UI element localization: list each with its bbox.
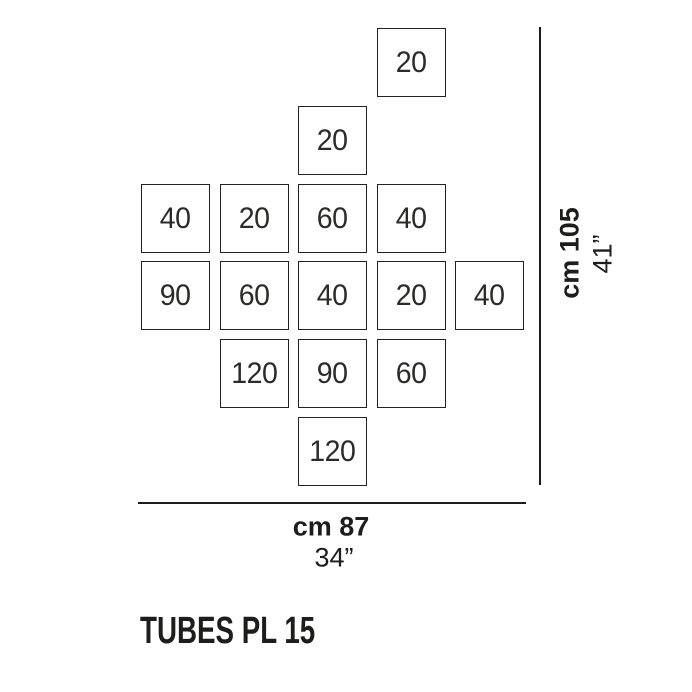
tube-box: 40 [377,184,446,253]
tube-size-label: 90 [160,278,191,312]
tube-box: 40 [455,261,524,330]
tube-size-label: 20 [396,278,427,312]
tube-size-label: 60 [239,278,270,312]
tube-box: 60 [377,339,446,408]
tube-box: 40 [298,261,367,330]
tube-box: 20 [377,28,446,97]
tube-size-label: 120 [231,356,278,390]
width-dimension-inch-label: 34” [314,542,354,573]
height-dimension-line [539,27,541,485]
tube-size-label: 20 [396,45,427,79]
height-dimension-cm-label: cm 105 [554,207,585,299]
tube-size-label: 60 [317,201,348,235]
tube-box: 20 [220,184,289,253]
product-title: TUBES PL 15 [140,610,316,652]
tube-box: 40 [141,184,210,253]
tube-box: 60 [220,261,289,330]
width-dimension-line [138,502,526,504]
tube-size-label: 40 [396,201,427,235]
width-dimension-cm-label: cm 87 [292,511,370,542]
tube-box: 20 [298,106,367,175]
tube-box: 20 [377,261,446,330]
tube-box: 60 [298,184,367,253]
tube-size-label: 20 [239,201,270,235]
tube-size-label: 120 [309,434,356,468]
height-dimension-inch-label: 41” [587,234,618,274]
tube-size-label: 60 [396,356,427,390]
tube-box: 90 [141,261,210,330]
tube-box: 120 [298,417,367,486]
tube-size-label: 40 [160,201,191,235]
tube-box: 120 [220,339,289,408]
tube-size-label: 40 [317,278,348,312]
tube-size-label: 40 [474,278,505,312]
tube-size-label: 20 [317,123,348,157]
tube-box: 90 [298,339,367,408]
tube-size-label: 90 [317,356,348,390]
